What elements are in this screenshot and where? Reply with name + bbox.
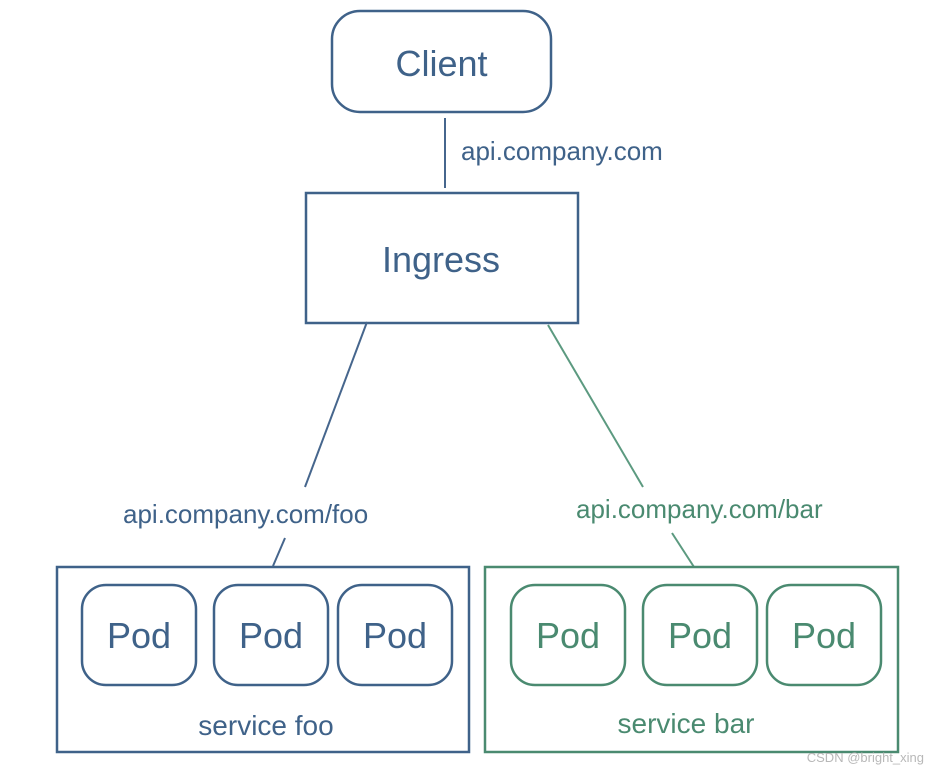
client-label: Client <box>395 43 487 84</box>
pod-label: Pod <box>792 615 856 656</box>
edge-label-client-ingress: api.company.com <box>461 136 663 166</box>
pod-label: Pod <box>239 615 303 656</box>
edge-ingress-foo-lower <box>272 537 286 567</box>
pod-box <box>765 583 883 687</box>
service-foo-label: service foo <box>198 710 333 741</box>
service-bar: Pod Pod Pod service bar <box>483 565 900 754</box>
pod-label: Pod <box>363 615 427 656</box>
edge-ingress-bar-upper <box>547 324 644 488</box>
watermark-text: CSDN @bright_xing <box>807 750 924 765</box>
edge-label-foo: api.company.com/foo <box>123 499 368 529</box>
pod-box <box>509 583 627 687</box>
ingress-label: Ingress <box>382 239 500 280</box>
pod-label: Pod <box>536 615 600 656</box>
pod-box <box>80 583 198 687</box>
client-node <box>330 9 553 114</box>
pod-box <box>641 583 759 687</box>
ingress-node <box>304 191 580 325</box>
pod-box <box>336 583 454 687</box>
edge-ingress-bar-lower <box>671 532 695 568</box>
pod-box <box>212 583 330 687</box>
pod-label: Pod <box>668 615 732 656</box>
service-bar-label: service bar <box>618 708 755 739</box>
edge-ingress-foo-upper <box>304 321 368 488</box>
service-foo: Pod Pod Pod service foo <box>55 565 471 754</box>
pod-label: Pod <box>107 615 171 656</box>
edge-label-bar: api.company.com/bar <box>576 494 823 524</box>
